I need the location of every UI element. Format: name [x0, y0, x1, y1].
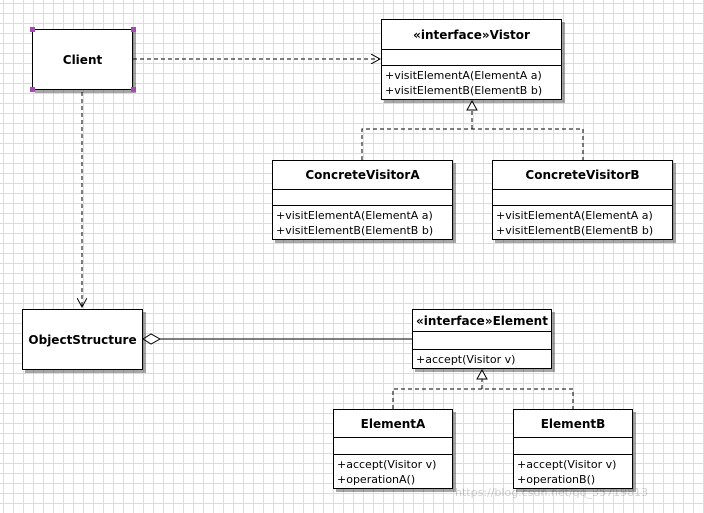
object-structure-box[interactable]: ObjectStructure [22, 309, 143, 370]
operation-item: +accept(Visitor v) [517, 458, 617, 471]
class-title: ConcreteVisitorB [493, 161, 672, 191]
selection-handle[interactable] [131, 87, 136, 92]
operation-item: +visitElementA(ElementA a) [385, 69, 542, 82]
attributes-compartment [382, 50, 561, 66]
operation-item: +operationB() [517, 473, 596, 486]
attributes-compartment [493, 190, 672, 206]
class-title: «interface»Vistor [382, 20, 561, 51]
class-title: «interface»Element [413, 310, 551, 332]
attributes-compartment [273, 190, 452, 206]
selection-handle[interactable] [30, 87, 35, 92]
attributes-compartment [334, 438, 452, 455]
operation-item: +accept(Visitor v) [337, 458, 437, 471]
operations-compartment: +visitElementA(ElementA a) +visitElement… [273, 206, 452, 239]
operations-compartment: +accept(Visitor v) +operationA() [334, 455, 452, 488]
concrete-visitor-a-box[interactable]: ConcreteVisitorA +visitElementA(ElementA… [272, 160, 453, 240]
aggregation-objectstructure-element [142, 333, 412, 345]
element-a-box[interactable]: ElementA +accept(Visitor v) +operationA(… [333, 409, 453, 489]
operation-item: +visitElementB(ElementB b) [385, 84, 543, 97]
element-interface-box[interactable]: «interface»Element +accept(Visitor v) [412, 309, 552, 369]
operation-item: +operationA() [337, 473, 416, 486]
class-title: ElementB [514, 410, 632, 439]
operation-item: +accept(Visitor v) [416, 353, 516, 366]
watermark: https://blog.csdn.net/qq_35719813 [455, 486, 649, 499]
attributes-compartment [514, 438, 632, 455]
operation-item: +visitElementB(ElementB b) [276, 224, 434, 237]
object-structure-label: ObjectStructure [28, 332, 137, 347]
class-title: ElementA [334, 410, 452, 439]
operation-item: +visitElementA(ElementA a) [496, 209, 653, 222]
selection-handle[interactable] [131, 27, 136, 32]
operations-compartment: +accept(Visitor v) +operationB() [514, 455, 632, 488]
class-title: ConcreteVisitorA [273, 161, 452, 191]
concrete-visitor-b-box[interactable]: ConcreteVisitorB +visitElementA(ElementA… [492, 160, 673, 240]
realization-elements-element [392, 368, 574, 409]
operations-compartment: +visitElementA(ElementA a) +visitElement… [493, 206, 672, 239]
operation-item: +visitElementB(ElementB b) [496, 224, 654, 237]
element-b-box[interactable]: ElementB +accept(Visitor v) +operationB(… [513, 409, 633, 489]
client-box[interactable]: Client [32, 29, 133, 90]
operations-compartment: +accept(Visitor v) [413, 350, 551, 368]
selection-handle[interactable] [30, 27, 35, 32]
operations-compartment: +visitElementA(ElementA a) +visitElement… [382, 66, 561, 99]
attributes-compartment [413, 332, 551, 350]
realization-concretevisitors-visitor [361, 99, 584, 160]
client-label: Client [62, 52, 103, 67]
visitor-interface-box[interactable]: «interface»Vistor +visitElementA(Element… [381, 19, 562, 100]
operation-item: +visitElementA(ElementA a) [276, 209, 433, 222]
